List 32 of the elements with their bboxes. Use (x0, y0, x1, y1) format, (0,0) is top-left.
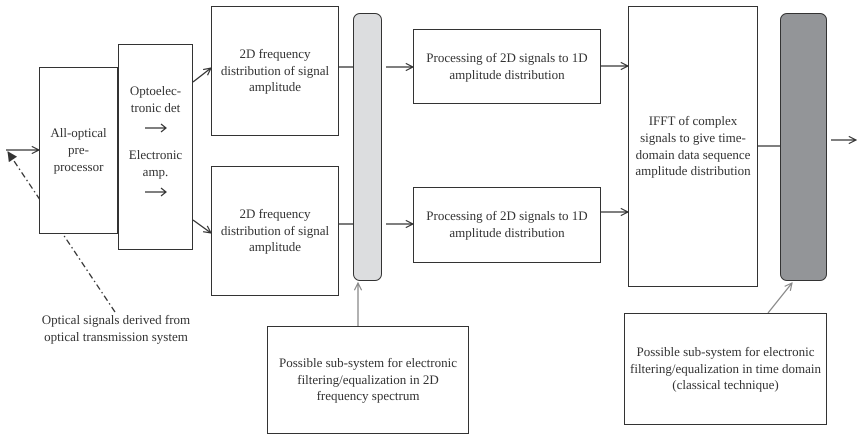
box-label: IFFT of complex signals to give time-domain data sequence amplitude distribution (634, 112, 752, 180)
arrow (386, 62, 414, 72)
process-box (624, 313, 827, 425)
process-box (211, 6, 339, 136)
box-label: 2D frequency distribution of signal amplitude (220, 206, 330, 256)
arrow (192, 67, 212, 83)
box-label: Electronic amp. (128, 147, 184, 181)
arrow (386, 220, 414, 228)
process-box (628, 6, 758, 287)
box-label: Possible sub-system for electronic filtering/equalization in 2D frequency spectrum (278, 354, 458, 406)
arrow (768, 282, 793, 314)
box-label: Possible sub-system for electronic filtering/equalization in time domain (classical technique) (629, 344, 822, 394)
arrow (354, 282, 362, 326)
process-box (413, 29, 601, 104)
box-label: 2D frequency distribution of signal amplitude (220, 46, 330, 96)
arrow (601, 208, 629, 216)
process-box (39, 67, 118, 234)
filter-bar (780, 13, 827, 281)
arrow (192, 219, 212, 234)
process-box (118, 44, 193, 250)
arrow (601, 62, 629, 70)
box-label: Optoelec-tronic det (128, 83, 182, 117)
arrow (6, 146, 40, 154)
process-box (211, 166, 339, 296)
process-box (267, 326, 469, 434)
box-label: Processing of 2D signals to 1D amplitude distribution (425, 50, 589, 84)
note-text: Optical signals derived from optical transmission system (40, 312, 192, 346)
arrow (831, 136, 857, 144)
box-label: All-optical pre-processor (49, 125, 108, 176)
box-label: Processing of 2D signals to 1D amplitude distribution (425, 208, 589, 242)
process-box (413, 187, 601, 263)
filter-bar (353, 13, 382, 281)
